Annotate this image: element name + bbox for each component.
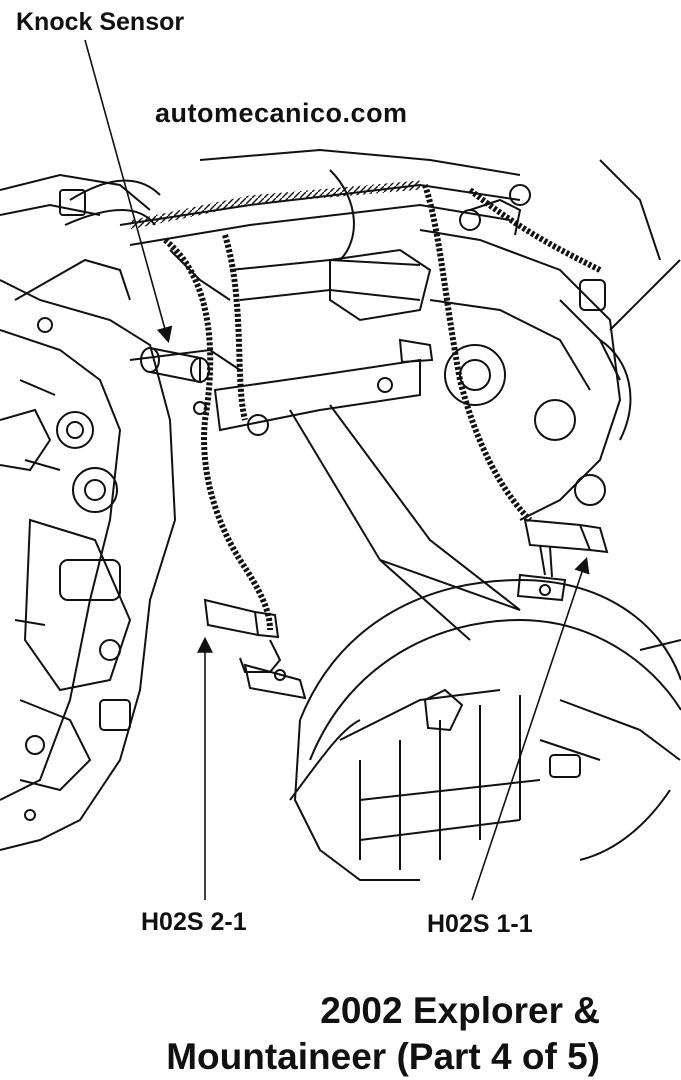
engine-block-left bbox=[0, 173, 177, 851]
caption-line-2: Mountaineer (Part 4 of 5) bbox=[166, 1036, 600, 1077]
ho2s-2-1-label: H02S 2-1 bbox=[141, 908, 247, 936]
ho2s-1-1-label: H02S 1-1 bbox=[427, 910, 533, 938]
callout-leaders bbox=[84, 39, 590, 901]
diagram-caption: 2002 Explorer & Mountaineer (Part 4 of 5… bbox=[0, 988, 600, 1080]
watermark-text: automecanico.com bbox=[155, 98, 408, 128]
ho2s-2-1-part bbox=[203, 598, 307, 700]
knock-sensor-label: Knock Sensor bbox=[16, 8, 185, 36]
ho2s-1-1-leader bbox=[471, 556, 590, 901]
engine-block-right bbox=[329, 184, 632, 521]
knock-sensor-part bbox=[140, 347, 210, 415]
intake-assembly bbox=[59, 148, 681, 331]
ho2s-1-1-part bbox=[516, 518, 609, 602]
center-crossmember bbox=[129, 338, 521, 641]
transmission-housing bbox=[289, 578, 681, 881]
knock-sensor-leader bbox=[84, 39, 173, 344]
caption-line-1: 2002 Explorer & bbox=[320, 990, 600, 1031]
sensor-harness bbox=[129, 180, 602, 631]
